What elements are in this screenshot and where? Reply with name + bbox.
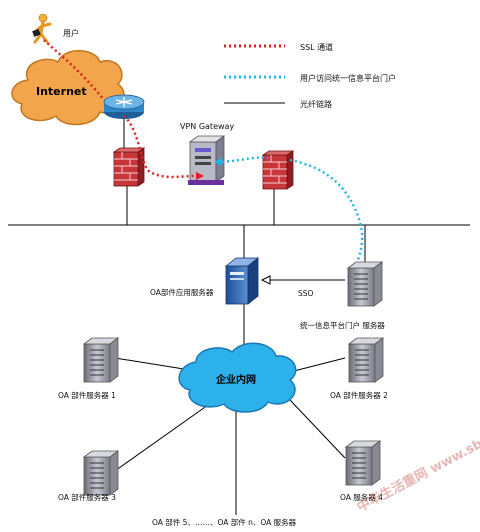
intranet-label: 企业内网 [215, 373, 256, 386]
link-oa4 [289, 399, 346, 459]
legend: SSL 通道 用户访问统一信息平台门户 光纤链路 [224, 42, 396, 109]
portal-access-path [221, 156, 364, 261]
oa-server-1-label: OA 部件服务器 1 [58, 390, 116, 400]
oa-server-3-label: OA 部件服务器 3 [58, 492, 116, 502]
ssl-path [43, 39, 196, 179]
user-label: 用户 [63, 28, 79, 38]
link-oa1 [114, 357, 191, 371]
sso-arrowhead [260, 275, 271, 285]
portal-arrowhead [214, 158, 222, 166]
oa-server-1-icon [83, 337, 119, 383]
legend-portal-label: 用户访问统一信息平台门户 [300, 73, 396, 83]
portal-server-label: 统一信息平台门户 服务器 [300, 320, 385, 330]
oa-more-label: OA 部件 5、……、OA 部件 n、OA 服务器 [152, 517, 297, 527]
oa-server-3-icon [83, 450, 119, 496]
oa-app-server-icon [224, 257, 260, 305]
legend-ssl-label: SSL 通道 [300, 42, 333, 52]
oa-server-2-icon [348, 337, 384, 383]
sso-label: SSO [298, 289, 314, 298]
router-icon [103, 94, 145, 119]
oa-app-server-label: OA部件应用服务器 [150, 287, 214, 297]
oa-server-4-icon [345, 440, 381, 486]
user-icon [32, 13, 52, 44]
left-firewall-icon [113, 147, 145, 187]
oa-server-2-label: OA 部件服务器 2 [330, 390, 388, 400]
link-oa2 [289, 357, 346, 373]
legend-fiber-label: 光纤链路 [300, 99, 332, 109]
ssl-arrowhead [196, 172, 204, 180]
link-oa3 [111, 404, 209, 474]
vpn-gateway-label: VPN Gateway [180, 122, 234, 131]
oa-server-4-label: OA 服务器 4 [340, 492, 383, 502]
intranet-cloud: 企业内网 [178, 342, 297, 413]
portal-server-icon [347, 261, 383, 307]
internet-label: Internet [36, 85, 87, 98]
